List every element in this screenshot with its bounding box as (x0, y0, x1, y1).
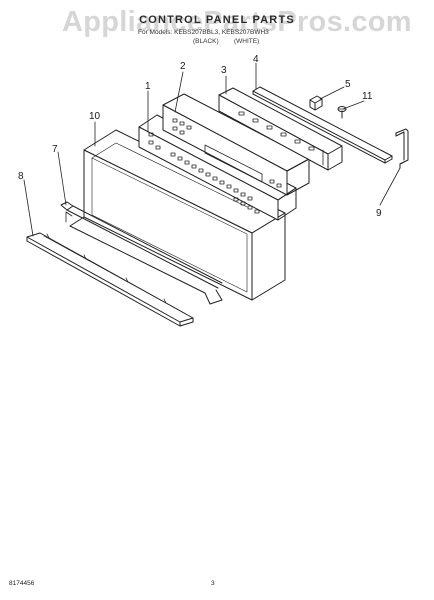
callout-10: 10 (89, 111, 101, 122)
callout-9: 9 (376, 208, 382, 219)
site-watermark: AppliancePartsPros.com (62, 6, 412, 38)
part-9-side-bracket[interactable] (395, 128, 409, 169)
part-8-trim-strip[interactable] (26, 232, 194, 327)
diagram-title: CONTROL PANEL PARTS (139, 14, 295, 26)
color-label-white: (WHITE) (234, 38, 260, 45)
callout-1: 1 (145, 81, 151, 92)
callout-4: 4 (253, 54, 259, 65)
part-10-panel-frame[interactable] (65, 129, 286, 305)
part-3-bracket[interactable] (218, 87, 343, 171)
callout-5: 5 (345, 79, 351, 90)
part-7-lens-strip[interactable] (60, 201, 223, 289)
models-line: For Models: KEBS207BBL3, KEBS207BWH3 (138, 29, 269, 36)
leader-lines (23, 62, 401, 237)
callout-3: 3 (221, 65, 227, 76)
callout-2: 2 (180, 61, 186, 72)
drawing-number: 8174456 (9, 580, 35, 587)
color-label-black: (BLACK) (193, 38, 219, 45)
part-5-clip[interactable] (309, 95, 323, 111)
callout-11: 11 (362, 91, 373, 102)
callout-8: 8 (18, 171, 24, 182)
part-11-screw[interactable] (337, 106, 347, 119)
callout-7: 7 (52, 144, 58, 155)
part-4-rail[interactable] (252, 86, 393, 164)
page-number: 3 (211, 580, 215, 587)
